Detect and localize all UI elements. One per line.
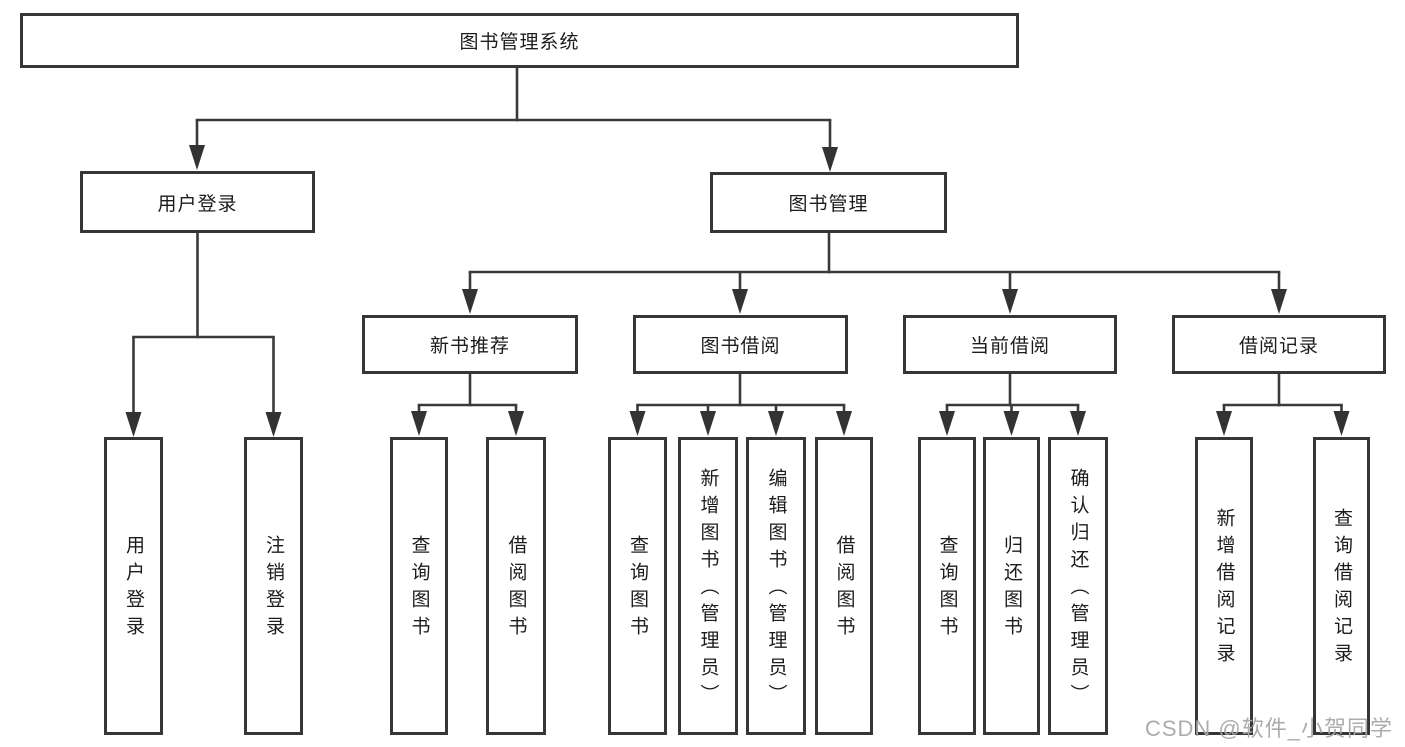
leaf-return-books: 归还图书	[983, 437, 1040, 735]
leaf-logout: 注销登录	[244, 437, 303, 735]
leaf-confirm-return-admin: 确认归还（管理员）	[1048, 437, 1108, 735]
node-current-borrowing: 当前借阅	[903, 315, 1117, 374]
node-user-login: 用户登录	[80, 171, 315, 233]
node-book-borrowing: 图书借阅	[633, 315, 848, 374]
leaf-query-books-newbook: 查询图书	[390, 437, 448, 735]
leaf-edit-books-admin: 编辑图书（管理员）	[746, 437, 806, 735]
leaf-query-books-current: 查询图书	[918, 437, 976, 735]
leaf-query-books-borrow: 查询图书	[608, 437, 667, 735]
leaf-borrow-books-newbook: 借阅图书	[486, 437, 546, 735]
node-new-book-recommendation: 新书推荐	[362, 315, 578, 374]
node-borrowing-records: 借阅记录	[1172, 315, 1386, 374]
leaf-add-books-admin: 新增图书（管理员）	[678, 437, 738, 735]
leaf-borrow-books: 借阅图书	[815, 437, 873, 735]
arrowheads	[125, 145, 1350, 437]
csdn-watermark: CSDN @软件_小贺同学	[1144, 716, 1393, 741]
node-library-management-system: 图书管理系统	[20, 13, 1019, 68]
leaf-user-login: 用户登录	[104, 437, 163, 735]
node-book-management: 图书管理	[710, 172, 947, 233]
leaf-query-borrow-record: 查询借阅记录	[1313, 437, 1370, 735]
leaf-add-borrow-record: 新增借阅记录	[1195, 437, 1253, 735]
